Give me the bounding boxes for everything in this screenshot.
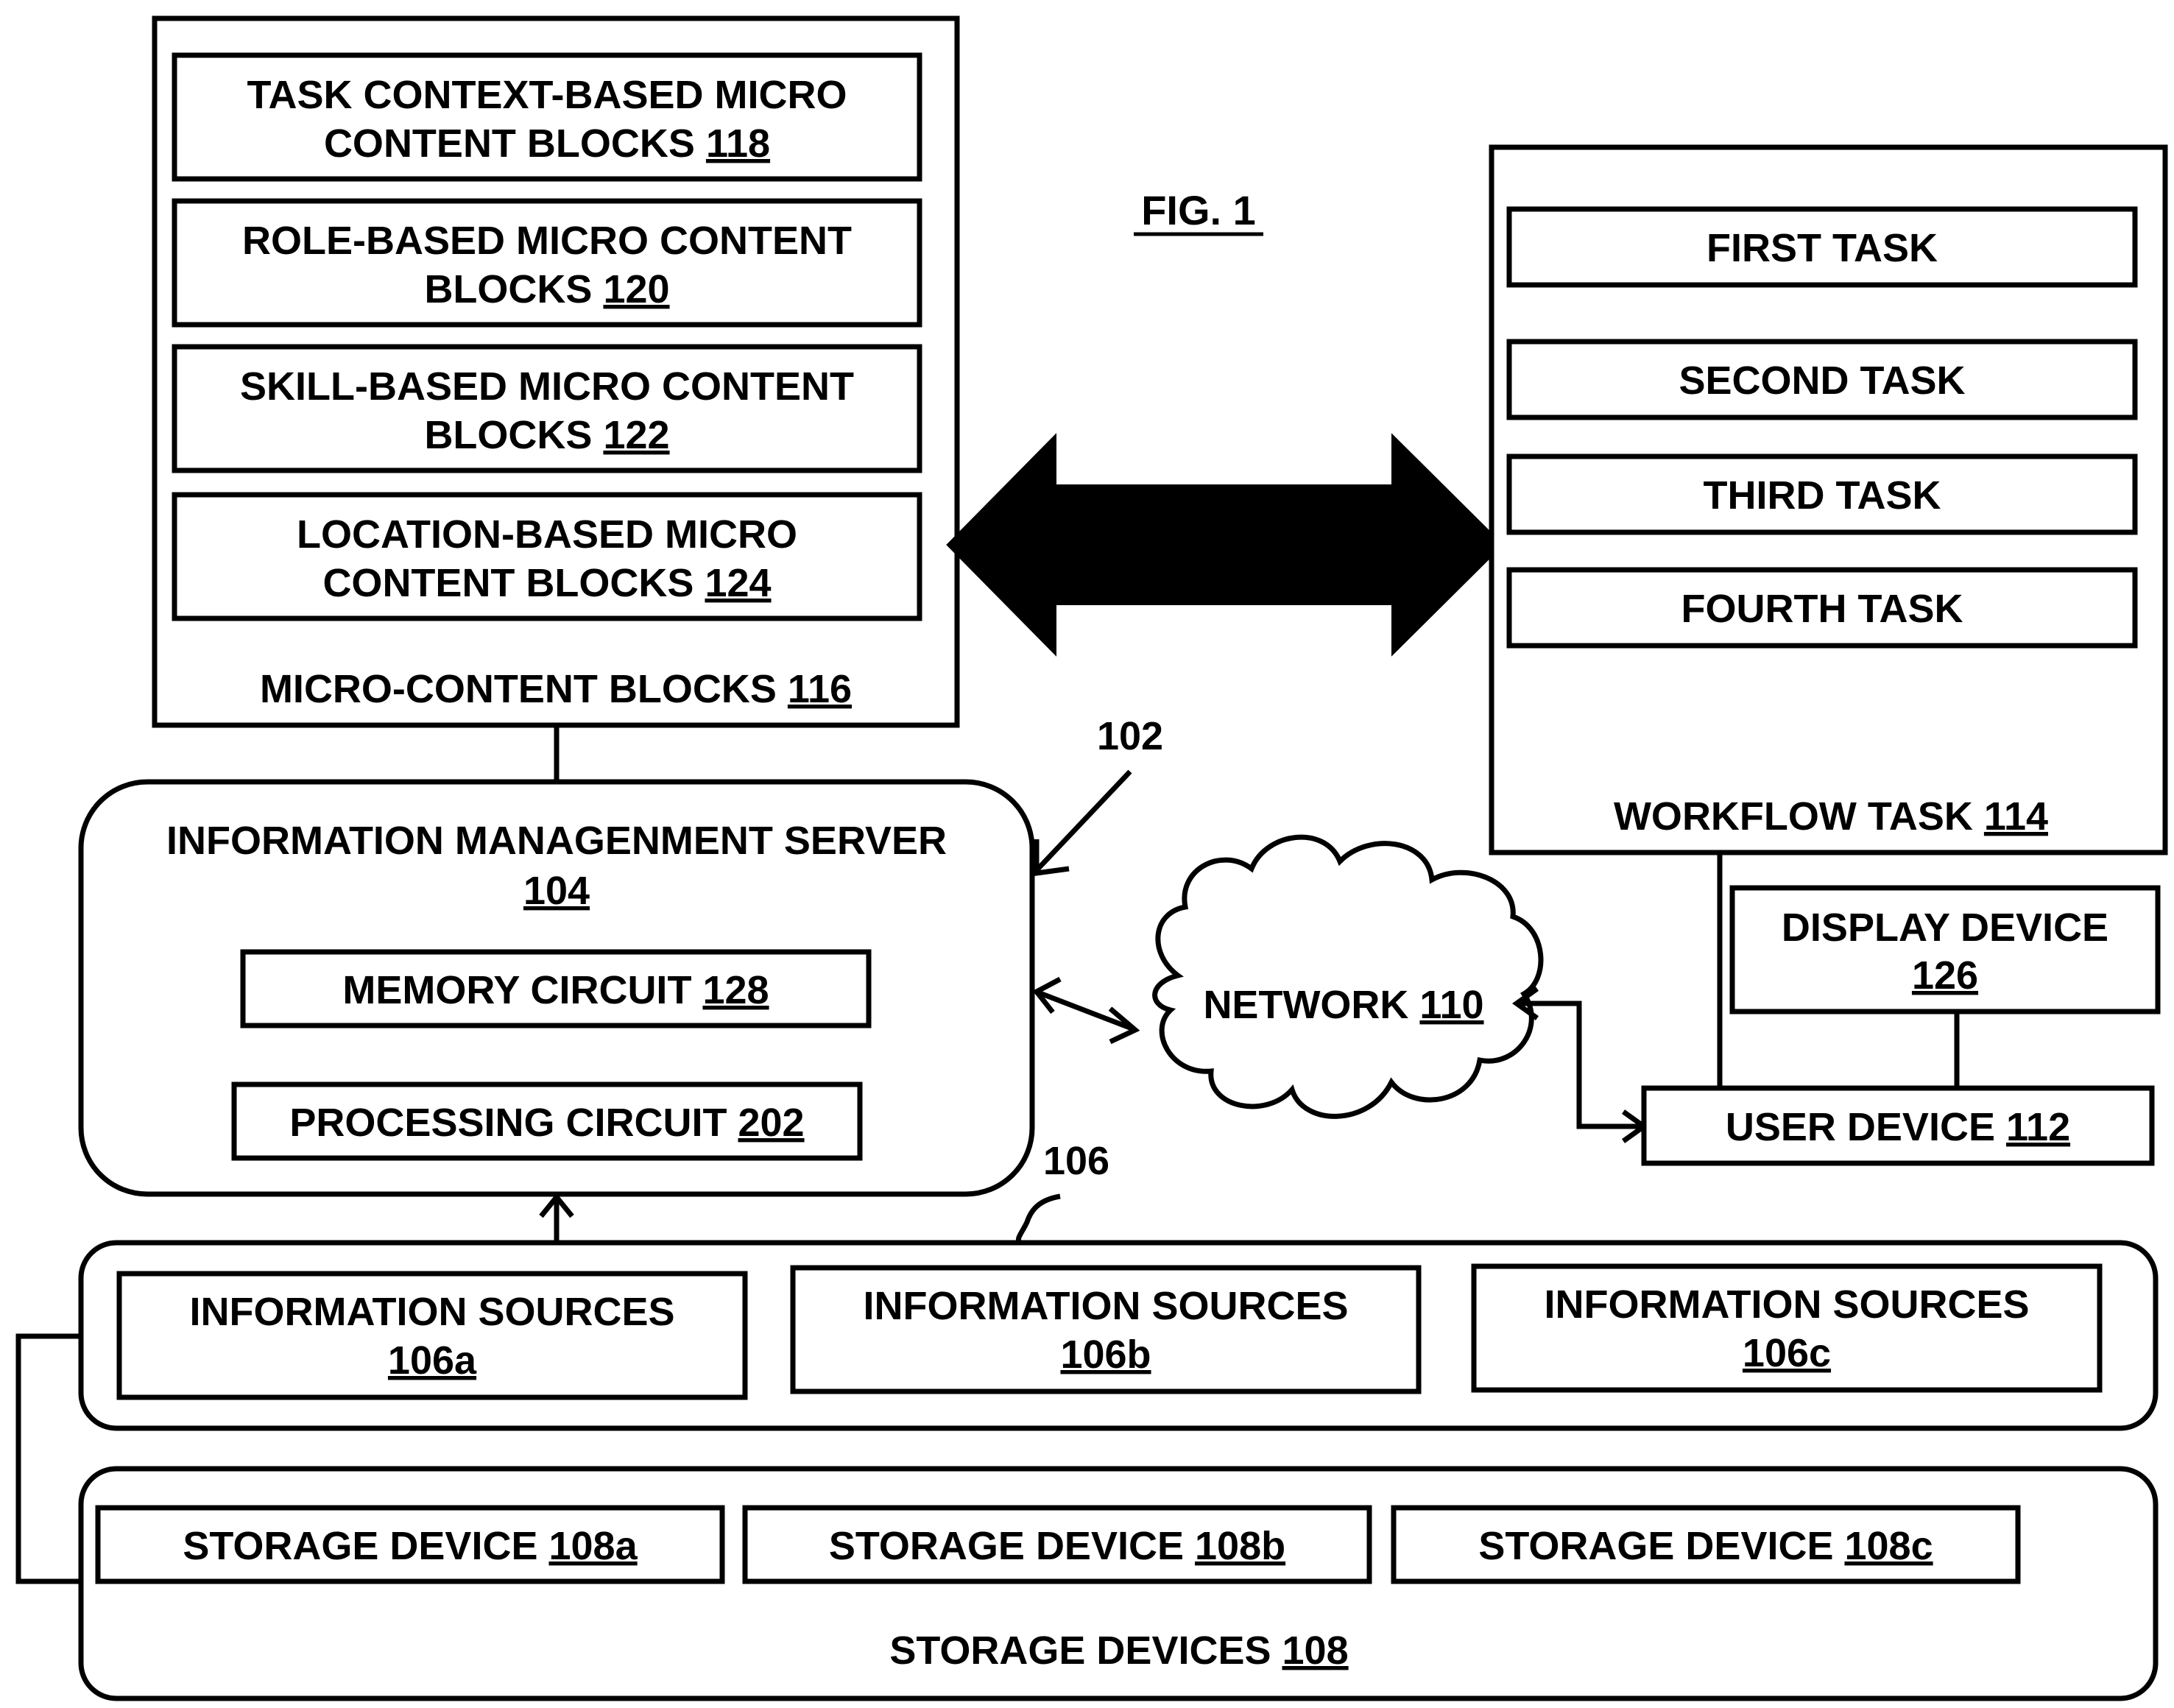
info-sources-leader	[1018, 1196, 1060, 1243]
figure-label: FIG. 1	[1141, 187, 1256, 233]
ref-number: 116	[788, 667, 852, 711]
ref-number: 124	[705, 561, 771, 605]
ref-number: 120	[603, 267, 669, 311]
ref-number: 108b	[1195, 1524, 1285, 1568]
micro-content-block: LOCATION-BASED MICRO CONTENT BLOCKS 124	[174, 495, 920, 618]
svg-text:FOURTH TASK: FOURTH TASK	[1681, 587, 1963, 631]
svg-text:INFORMATION SOURCES: INFORMATION SOURCES	[190, 1290, 675, 1334]
task-item: FIRST TASK	[1509, 209, 2135, 285]
system-ref-label: 102	[1097, 714, 1163, 758]
info-source-item: INFORMATION SOURCES 106a	[119, 1274, 745, 1397]
workflow-title: WORKFLOW TASK 114	[1614, 794, 2048, 839]
ref-number: 110	[1419, 983, 1483, 1027]
svg-text:MEMORY CIRCUIT 128: MEMORY CIRCUIT 128	[342, 968, 769, 1012]
bidirectional-arrow	[948, 437, 1502, 653]
workflow-task-group: FIRST TASK SECOND TASK THIRD TASK FOURTH…	[1492, 147, 2165, 853]
ref-number: 108c	[1844, 1524, 1933, 1568]
ref-number: 122	[603, 413, 669, 457]
svg-text:STORAGE DEVICE 108c: STORAGE DEVICE 108c	[1478, 1524, 1933, 1568]
display-device: DISPLAY DEVICE 126	[1732, 888, 2158, 1012]
micro-content-block: TASK CONTEXT-BASED MICRO CONTENT BLOCKS …	[174, 55, 920, 179]
user-device: USER DEVICE 112	[1644, 1088, 2152, 1163]
storage-devices-group: STORAGE DEVICE 108a STORAGE DEVICE 108b …	[81, 1469, 2156, 1698]
ref-number: 126	[1912, 953, 1978, 998]
network-user-link	[1519, 1003, 1642, 1126]
network-label: NETWORK 110	[1203, 983, 1483, 1027]
block-line1: SKILL-BASED MICRO CONTENT	[240, 364, 854, 409]
micro-content-title: MICRO-CONTENT BLOCKS 116	[260, 667, 852, 711]
info-source-item: INFORMATION SOURCES 106b	[793, 1268, 1419, 1391]
svg-text:PROCESSING CIRCUIT 202: PROCESSING CIRCUIT 202	[289, 1101, 804, 1145]
info-sources-group: INFORMATION SOURCES 106a INFORMATION SOU…	[81, 1243, 2156, 1428]
svg-text:STORAGE DEVICE 108a: STORAGE DEVICE 108a	[183, 1524, 638, 1568]
ref-number: 106a	[388, 1338, 477, 1383]
ref-number: 106b	[1060, 1333, 1151, 1377]
block-line2: CONTENT BLOCKS 124	[322, 561, 771, 605]
storage-device-item: STORAGE DEVICE 108c	[1394, 1508, 2018, 1581]
task-item: SECOND TASK	[1509, 342, 2135, 417]
block-line1: TASK CONTEXT-BASED MICRO	[247, 73, 847, 117]
storage-device-item: STORAGE DEVICE 108a	[98, 1508, 722, 1581]
info-source-item: INFORMATION SOURCES 106c	[1474, 1266, 2100, 1390]
task-item: FOURTH TASK	[1509, 570, 2135, 646]
ref-number: 114	[1984, 794, 2048, 839]
svg-text:INFORMATION SOURCES: INFORMATION SOURCES	[1545, 1282, 2030, 1327]
ref-number: 128	[702, 968, 769, 1012]
network-cloud: NETWORK 110	[1155, 837, 1541, 1116]
svg-text:USER DEVICE 112: USER DEVICE 112	[1726, 1105, 2070, 1149]
server-group: INFORMATION MANAGENMENT SERVER 104 MEMOR…	[81, 782, 1032, 1194]
storage-title: STORAGE DEVICES 108	[889, 1628, 1348, 1673]
block-line2: CONTENT BLOCKS 118	[324, 121, 770, 166]
svg-text:DISPLAY DEVICE: DISPLAY DEVICE	[1782, 906, 2108, 950]
block-line1: LOCATION-BASED MICRO	[297, 512, 797, 557]
micro-content-block: ROLE-BASED MICRO CONTENT BLOCKS 120	[174, 201, 920, 325]
block-line1: ROLE-BASED MICRO CONTENT	[242, 219, 852, 263]
system-ref-leader	[1038, 772, 1130, 869]
svg-text:THIRD TASK: THIRD TASK	[1704, 473, 1941, 518]
sources-storage-bracket	[18, 1336, 81, 1581]
ref-number: 108	[1282, 1628, 1349, 1673]
micro-content-block: SKILL-BASED MICRO CONTENT BLOCKS 122	[174, 347, 920, 470]
task-item: THIRD TASK	[1509, 456, 2135, 532]
svg-text:STORAGE DEVICE 108b: STORAGE DEVICE 108b	[829, 1524, 1285, 1568]
processing-circuit: PROCESSING CIRCUIT 202	[234, 1084, 860, 1158]
info-sources-ref-label: 106	[1043, 1139, 1109, 1183]
svg-text:INFORMATION SOURCES: INFORMATION SOURCES	[864, 1284, 1349, 1328]
svg-text:FIRST TASK: FIRST TASK	[1707, 226, 1938, 270]
ref-number: 118	[706, 121, 770, 166]
memory-circuit: MEMORY CIRCUIT 128	[243, 952, 869, 1026]
ref-number: 108a	[548, 1524, 638, 1568]
storage-device-item: STORAGE DEVICE 108b	[745, 1508, 1369, 1581]
server-ref: 104	[523, 869, 590, 913]
block-line2: BLOCKS 122	[424, 413, 669, 457]
server-title: INFORMATION MANAGENMENT SERVER	[166, 819, 947, 863]
svg-text:SECOND TASK: SECOND TASK	[1679, 359, 1965, 403]
micro-content-blocks-group: TASK CONTEXT-BASED MICRO CONTENT BLOCKS …	[155, 18, 957, 725]
block-line2: BLOCKS 120	[424, 267, 669, 311]
ref-number: 202	[738, 1101, 804, 1145]
ref-number: 106c	[1743, 1331, 1831, 1375]
ref-number: 112	[2006, 1105, 2070, 1149]
